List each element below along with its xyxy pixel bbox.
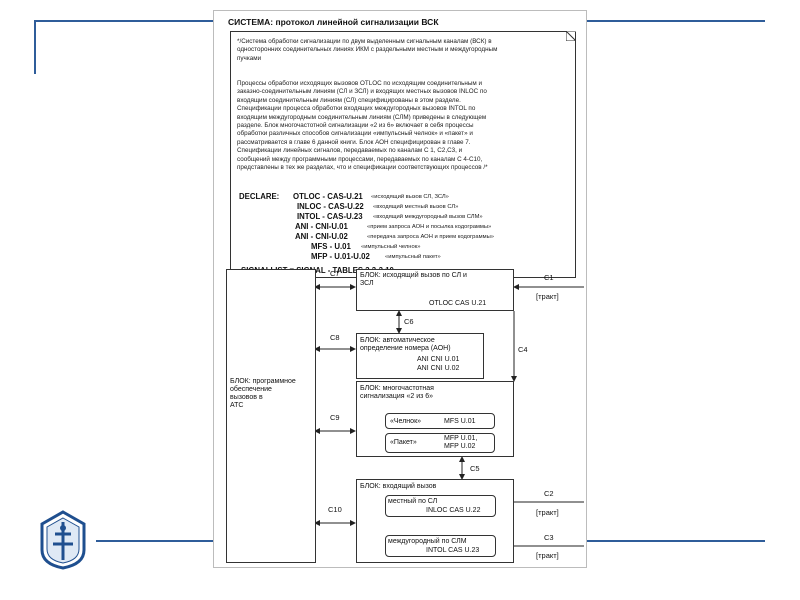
local-incoming-id: INLOC CAS U.22: [426, 507, 481, 514]
note-paragraph-2: Процессы обработки исходящих вызовов OTL…: [237, 80, 488, 172]
shuttle-id: MFS U.01: [444, 418, 476, 425]
page-title: СИСТЕМА: протокол линейной сигнализации …: [228, 17, 439, 27]
local-incoming-process: местный по СЛ INLOC CAS U.22: [385, 495, 496, 517]
packet-label: «Пакет»: [390, 439, 417, 446]
channel-label-c3: C3: [544, 533, 554, 542]
channel-label-c5: C5: [470, 464, 480, 473]
packet-process: «Пакет» MFP U.01, MFP U.02: [385, 433, 495, 453]
slide-line-top-right: [587, 20, 765, 22]
outgoing-block-id: OTLOC CAS U.21: [429, 300, 487, 307]
declaration-comment: «передача запроса АОН и прием кодограммы…: [367, 234, 494, 240]
channel-label-c4: C4: [518, 345, 528, 354]
declaration-name: INLOC - CAS-U.22: [297, 202, 364, 211]
toll-incoming-id: INTOL CAS U.23: [426, 547, 480, 554]
shuttle-process: «Челнок» MFS U.01: [385, 413, 495, 429]
channel-label-c9: C9: [330, 413, 340, 422]
declaration-name: ANI - CNI-U.02: [295, 232, 348, 241]
local-incoming-label: местный по СЛ: [388, 498, 438, 505]
aon-block-id-2: ANI CNI U.02: [417, 365, 460, 372]
trakt-label-c2: [тракт]: [536, 508, 559, 517]
comment-note-box: */Система обработки сигнализации по двум…: [230, 31, 576, 278]
signallist-line: SIGNALLIST = SIGNAL - TABLES 3.3-3.10: [241, 266, 394, 275]
note-paragraph-1: */Система обработки сигнализации по двум…: [237, 38, 498, 62]
trakt-label-c3: [тракт]: [536, 551, 559, 560]
folded-corner-icon: [566, 31, 576, 41]
atc-block-label: БЛОК: программное обеспечение вызовов в …: [230, 378, 296, 409]
declaration-name: MFP - U.01-U.02: [311, 252, 370, 261]
declare-label: DECLARE:: [239, 192, 280, 201]
atc-software-block: БЛОК: программное обеспечение вызовов в …: [226, 269, 316, 563]
slide-line-top-left-vertical: [34, 20, 36, 74]
incoming-block-title: БЛОК: входящий вызов: [360, 483, 437, 490]
mf-block-title: БЛОК: многочастотная сигнализация «2 из …: [360, 385, 434, 400]
channel-label-c10: C10: [328, 505, 342, 514]
packet-id-1: MFP U.01,: [444, 435, 478, 442]
packet-id-2: MFP U.02: [444, 443, 476, 450]
document-page: СИСТЕМА: протокол линейной сигнализации …: [213, 10, 587, 568]
channel-label-c2: C2: [544, 489, 554, 498]
trakt-label-c1: [тракт]: [536, 292, 559, 301]
declaration-name: INTOL - CAS-U.23: [297, 212, 363, 221]
aon-block-id-1: ANI CNI U.01: [417, 356, 460, 363]
aon-block-title: БЛОК: автоматическое определение номера …: [360, 337, 451, 352]
toll-incoming-label: междугородный по СЛМ: [388, 538, 467, 545]
channel-label-c8: C8: [330, 333, 340, 342]
channel-label-c6: C6: [404, 317, 414, 326]
slide-line-bottom-right: [587, 540, 765, 542]
slide-line-top-left: [34, 20, 213, 22]
declaration-comment: «входящий местный вызов СЛ»: [373, 204, 459, 210]
declaration-comment: «прием запроса АОН и посылка кодограммы»: [367, 224, 492, 230]
university-logo-icon: [40, 510, 86, 570]
outgoing-block-title: БЛОК: исходящий вызов по СЛ и ЗСЛ: [360, 272, 467, 287]
declaration-name: OTLOC - CAS-U.21: [293, 192, 363, 201]
declaration-comment: «импульсный пакет»: [385, 254, 441, 260]
channel-label-c7: C7: [330, 269, 340, 278]
aon-block: БЛОК: автоматическое определение номера …: [356, 333, 484, 379]
declaration-comment: «исходящий вызов СЛ, ЗСЛ»: [371, 194, 449, 200]
outgoing-call-block: БЛОК: исходящий вызов по СЛ и ЗСЛ OTLOC …: [356, 269, 514, 311]
toll-incoming-process: междугородный по СЛМ INTOL CAS U.23: [385, 535, 496, 557]
shuttle-label: «Челнок»: [390, 418, 422, 425]
slide-line-bottom-left: [96, 540, 213, 542]
channel-label-c1: C1: [544, 273, 554, 282]
declaration-name: MFS - U.01: [311, 242, 351, 251]
declaration-name: ANI - CNI-U.01: [295, 222, 348, 231]
declaration-comment: «импульсный челнок»: [361, 244, 421, 250]
declaration-comment: «входящий междугородный вызов СЛМ»: [373, 214, 483, 220]
